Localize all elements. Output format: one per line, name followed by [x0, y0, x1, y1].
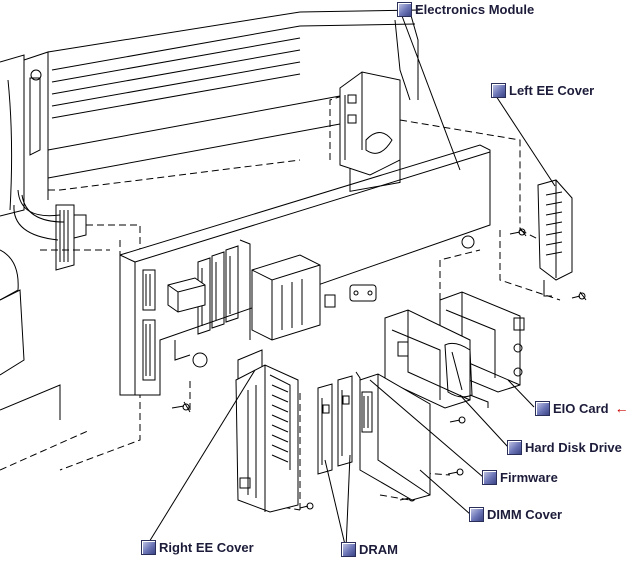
right-ee-cover-part [235, 349, 299, 513]
callout-right-ee-cover[interactable]: Right EE Cover [141, 540, 254, 555]
callout-left-ee-cover[interactable]: Left EE Cover [491, 83, 594, 98]
square-bullet-icon [397, 2, 412, 17]
rear-bracket [339, 71, 401, 176]
left-ee-cover-part [509, 179, 587, 301]
callout-label: EIO Card [553, 400, 609, 416]
square-bullet-icon [469, 507, 484, 522]
left-arrow-icon: ← [614, 400, 629, 416]
callout-dram[interactable]: DRAM [341, 542, 398, 557]
dram-modules [317, 375, 353, 475]
callout-eio-card[interactable]: EIO Card ← [535, 400, 629, 416]
callout-label: Firmware [500, 470, 558, 485]
callout-label: Right EE Cover [159, 540, 254, 555]
square-bullet-icon [507, 440, 522, 455]
square-bullet-icon [341, 542, 356, 557]
callout-firmware[interactable]: Firmware [482, 470, 558, 485]
callout-label: DRAM [359, 542, 398, 557]
callout-dimm-cover[interactable]: DIMM Cover [469, 507, 562, 522]
dimm-cover-part [355, 371, 431, 501]
square-bullet-icon [535, 400, 550, 416]
callout-electronics-module[interactable]: Electronics Module [397, 2, 534, 17]
leader-lines [145, 15, 556, 550]
callout-label: Hard Disk Drive [525, 440, 622, 455]
square-bullet-icon [482, 470, 497, 485]
callout-label: DIMM Cover [487, 507, 563, 522]
square-bullet-icon [491, 83, 506, 98]
callout-label: Left EE Cover [509, 83, 595, 98]
callout-label: Electronics Module [415, 2, 535, 17]
callout-hard-disk-drive[interactable]: Hard Disk Drive [507, 440, 622, 455]
square-bullet-icon [141, 540, 156, 555]
electronics-module-board [119, 144, 491, 396]
hard-disk-drive-part [384, 309, 489, 409]
